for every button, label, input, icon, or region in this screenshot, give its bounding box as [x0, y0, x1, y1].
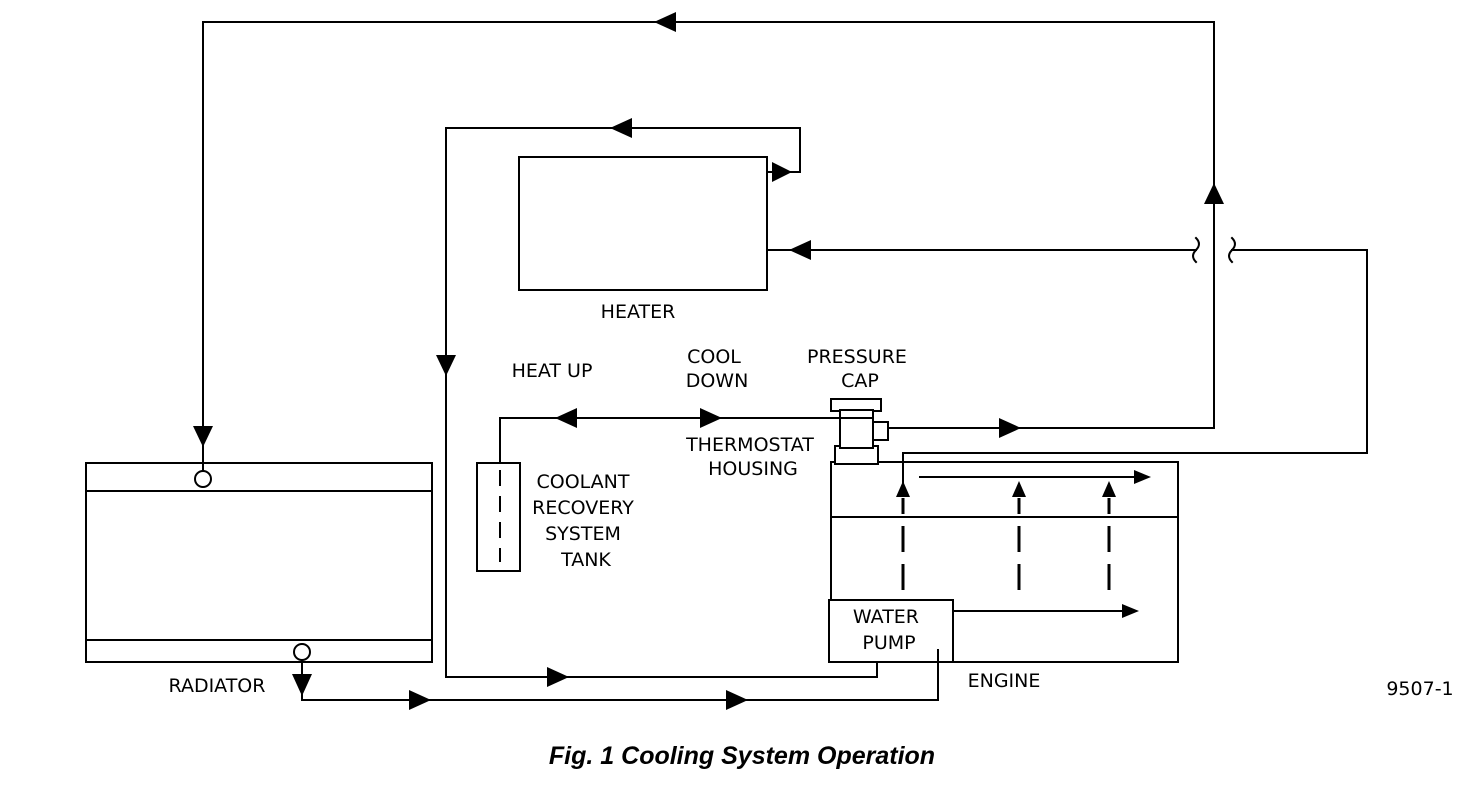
figure-id: 9507-1	[1386, 678, 1453, 700]
radiator	[85, 462, 433, 663]
engine-label: ENGINE	[968, 670, 1041, 692]
figure-caption: Fig. 1 Cooling System Operation	[549, 742, 935, 770]
radiator-inlet-port	[194, 470, 212, 488]
heater-label: HEATER	[601, 301, 676, 323]
pressure-cap	[830, 398, 882, 419]
engine-flow-arrows	[896, 470, 1151, 618]
coolant-recovery-tank	[476, 462, 521, 572]
radiator-supply-hose	[202, 21, 1215, 472]
heater-core	[518, 156, 768, 291]
water-pump-label: WATER PUMP	[853, 606, 925, 654]
radiator-label: RADIATOR	[169, 675, 266, 697]
thermostat-housing-label: THERMOSTAT HOUSING	[685, 434, 820, 480]
coolant-recovery-tank-label: COOLANT RECOVERY SYSTEM TANK	[532, 471, 640, 571]
thermostat-housing	[834, 415, 889, 465]
radiator-outlet-port	[293, 643, 311, 661]
cool-down-label: COOL DOWN	[686, 346, 749, 392]
overflow-hose	[499, 417, 841, 464]
heater-return-hose	[445, 127, 878, 678]
heat-up-label: HEAT UP	[512, 360, 593, 382]
water-pump	[828, 599, 954, 663]
pressure-cap-label: PRESSURE CAP	[807, 346, 913, 392]
